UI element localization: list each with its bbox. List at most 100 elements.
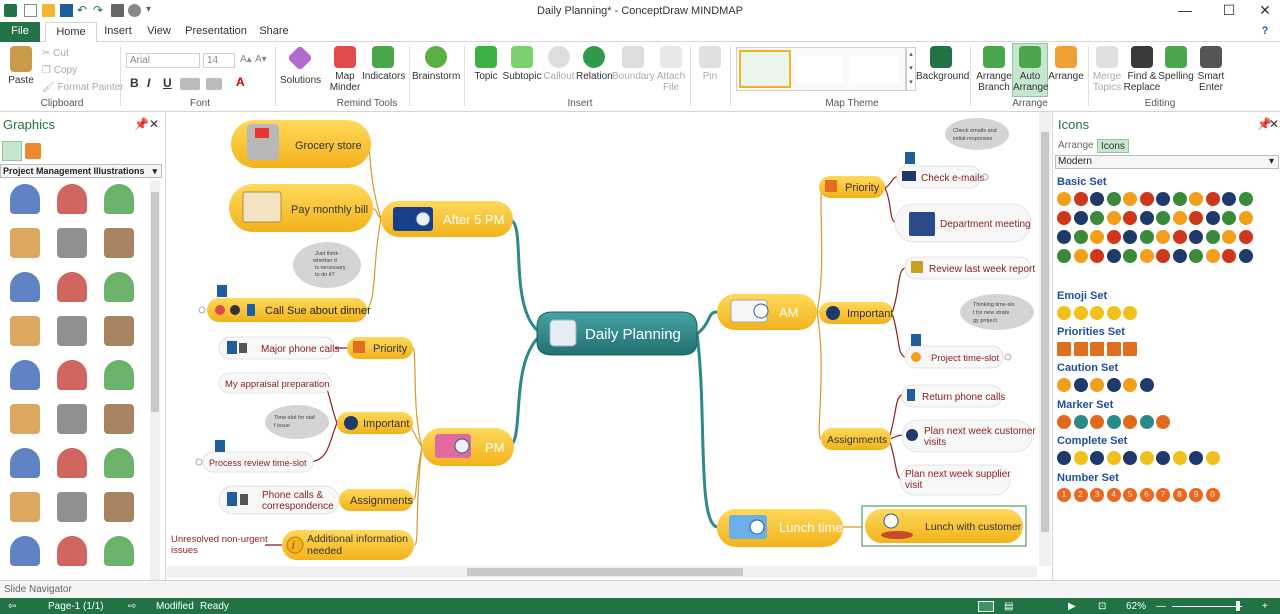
set-icon[interactable] — [1090, 451, 1104, 465]
boundary-button[interactable]: Boundary — [612, 46, 655, 82]
graphic-illustration[interactable] — [57, 360, 87, 390]
set-icon[interactable] — [1090, 378, 1104, 392]
set-icon[interactable] — [1172, 211, 1187, 225]
set-icon[interactable] — [1123, 378, 1137, 392]
set-icon[interactable] — [1172, 451, 1187, 465]
collapse-toggle[interactable] — [198, 306, 206, 314]
number-icon[interactable]: 5 — [1123, 488, 1137, 502]
graphic-illustration[interactable] — [57, 492, 87, 522]
set-icon[interactable] — [1238, 192, 1253, 206]
collapse-toggle[interactable] — [1004, 353, 1012, 361]
italic-button[interactable]: I — [147, 76, 151, 90]
set-icon[interactable] — [1139, 415, 1154, 429]
set-icon[interactable] — [1106, 378, 1121, 392]
topic-project-slot[interactable]: Project time-slot — [904, 334, 1012, 369]
set-icon[interactable] — [1090, 306, 1104, 320]
set-icon[interactable] — [1123, 192, 1137, 206]
shrink-font-icon[interactable]: A▾ — [255, 54, 267, 65]
text-highlight-icon[interactable] — [180, 78, 200, 90]
canvas-horizontal-scrollbar[interactable] — [167, 566, 1037, 578]
theme-thumbnail-selected[interactable] — [739, 50, 791, 88]
callout-think[interactable]: Just think - whether it is necessary to … — [293, 242, 361, 288]
topic-call-sue[interactable]: Call Sue about dinner — [198, 285, 371, 322]
fit-page-icon[interactable]: ⊡ — [1098, 601, 1107, 612]
topic-phone-calls[interactable]: Phone calls & correspondence — [218, 485, 340, 515]
set-icon[interactable] — [1057, 192, 1071, 206]
graphic-illustration[interactable] — [104, 448, 134, 478]
set-icon[interactable] — [1205, 211, 1220, 225]
scroll-thumb[interactable] — [467, 568, 743, 576]
topic-grocery[interactable]: Grocery store — [231, 120, 371, 168]
callout-strategy[interactable]: Thinking time-slo t for new strate gy pr… — [960, 294, 1034, 330]
set-icon[interactable] — [1123, 306, 1137, 320]
graphic-illustration[interactable] — [104, 272, 134, 302]
topic-pm-priority[interactable]: Priority — [347, 337, 413, 359]
set-icon[interactable] — [1106, 192, 1121, 206]
number-icon[interactable]: 0 — [1205, 488, 1220, 502]
set-icon[interactable] — [1123, 342, 1137, 356]
callout-emails[interactable]: Check emails and initial responses — [945, 118, 1009, 150]
graphics-view-icon[interactable] — [2, 141, 22, 161]
set-icon[interactable] — [1090, 342, 1104, 356]
auto-arrange-button[interactable]: Auto Arrange — [1012, 43, 1049, 97]
tab-file[interactable]: File — [0, 22, 40, 42]
set-icon[interactable] — [1156, 415, 1170, 429]
set-icon[interactable] — [1057, 451, 1071, 465]
graphics-category-select[interactable]: Project Management Illustrations ▾ — [0, 164, 162, 178]
save-icon[interactable] — [60, 4, 73, 17]
graphic-illustration[interactable] — [10, 492, 40, 522]
topic-dept-meeting[interactable]: Department meeting — [894, 203, 1032, 243]
set-icon[interactable] — [1189, 211, 1203, 225]
graphic-illustration[interactable] — [104, 492, 134, 522]
callout-button[interactable]: Callout — [542, 46, 576, 82]
topic-unresolved[interactable]: Unresolved non-urgent issues — [171, 534, 270, 556]
arrange-branch-button[interactable]: Arrange Branch — [974, 46, 1014, 93]
close-button[interactable]: ✕ — [1259, 2, 1271, 18]
set-icon[interactable] — [1073, 306, 1088, 320]
graphic-illustration[interactable] — [104, 536, 134, 566]
tab-insert[interactable]: Insert — [104, 25, 132, 37]
set-icon[interactable] — [1139, 451, 1154, 465]
zoom-in-icon[interactable]: + — [1262, 601, 1268, 612]
set-icon[interactable] — [1090, 230, 1104, 244]
tab-view[interactable]: View — [147, 25, 171, 37]
next-page-icon[interactable]: ⇨ — [128, 601, 137, 612]
set-icon[interactable] — [1156, 192, 1170, 206]
find-replace-button[interactable]: Find & Replace — [1122, 46, 1162, 93]
graphic-illustration[interactable] — [57, 184, 87, 214]
close-panel-icon[interactable]: ✕ — [149, 117, 160, 131]
graphic-illustration[interactable] — [104, 404, 134, 434]
graphic-illustration[interactable] — [10, 448, 40, 478]
set-icon[interactable] — [1057, 230, 1071, 244]
set-icon[interactable] — [1205, 230, 1220, 244]
set-icon[interactable] — [1238, 249, 1253, 263]
set-icon[interactable] — [1156, 211, 1170, 225]
set-icon[interactable] — [1189, 192, 1203, 206]
topic-customer-visits[interactable]: Plan next week customer visits — [901, 419, 1039, 453]
graphics-scrollbar[interactable] — [150, 180, 160, 580]
preview-icon[interactable] — [128, 4, 141, 17]
set-icon[interactable] — [1106, 306, 1121, 320]
solutions-button[interactable]: Solutions — [280, 45, 321, 86]
collapse-toggle[interactable] — [981, 173, 989, 181]
set-icon[interactable] — [1106, 249, 1121, 263]
bold-button[interactable]: B — [130, 76, 139, 90]
maximize-button[interactable]: ☐ — [1222, 2, 1236, 18]
graphic-illustration[interactable] — [104, 316, 134, 346]
format-painter-button[interactable]: 🖌 Format Painter — [42, 82, 124, 93]
topic-am-priority[interactable]: Priority — [819, 176, 885, 198]
set-icon[interactable] — [1139, 211, 1154, 225]
graphic-illustration[interactable] — [104, 184, 134, 214]
set-icon[interactable] — [1090, 192, 1104, 206]
arrange-button[interactable]: Arrange — [1048, 46, 1084, 82]
outline-view-icon[interactable]: ▤ — [1004, 601, 1014, 612]
theme-thumbnail[interactable] — [797, 56, 843, 84]
set-icon[interactable] — [1106, 342, 1121, 356]
set-icon[interactable] — [1057, 249, 1071, 263]
tab-icons[interactable]: Icons — [1097, 139, 1129, 153]
cut-button[interactable]: ✂ Cut — [42, 48, 69, 59]
set-icon[interactable] — [1139, 249, 1154, 263]
set-icon[interactable] — [1090, 415, 1104, 429]
set-icon[interactable] — [1139, 230, 1154, 244]
merge-topics-button[interactable]: Merge Topics — [1090, 46, 1124, 93]
